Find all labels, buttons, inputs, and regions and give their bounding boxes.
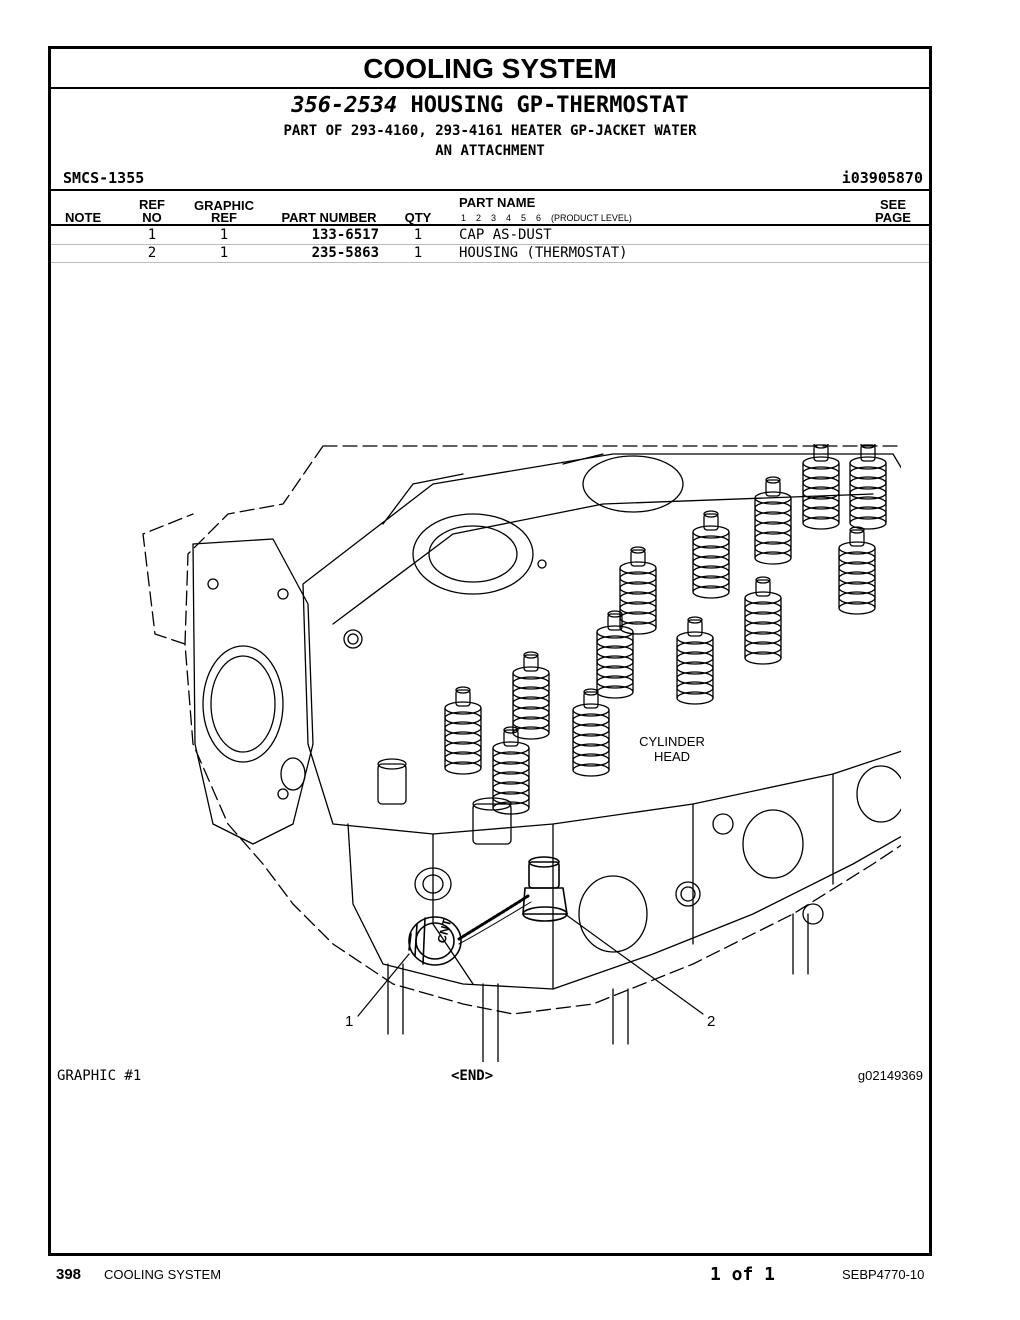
row-part-number: 133-6517	[311, 227, 379, 243]
header-bottom-rule	[51, 224, 929, 226]
callout-1: 1	[345, 1013, 353, 1030]
header-product-levels: 1 2 3 4 5 6 (PRODUCT LEVEL)	[461, 213, 632, 223]
row-part-name: CAP AS-DUST	[459, 227, 552, 243]
row-divider	[51, 262, 929, 263]
row-graphic-ref: 1	[219, 245, 229, 261]
label-cylinder-line2: HEAD	[654, 749, 690, 764]
header-part-number: PART NUMBER	[281, 210, 377, 225]
header-top-rule	[51, 189, 929, 191]
label-cylinder-line1: CYLINDER	[639, 734, 705, 749]
header-ref-bottom: NO	[142, 210, 162, 225]
row-qty: 1	[413, 227, 423, 243]
doc-id: SEBP4770-10	[842, 1267, 925, 1282]
header-graphic-top: GRAPHIC	[194, 198, 254, 213]
group-number: 356-2534	[291, 93, 398, 118]
group-name: HOUSING GP-THERMOSTAT	[410, 93, 689, 118]
smcs-code: SMCS-1355	[63, 169, 145, 187]
thermostat-housing	[522, 856, 568, 922]
header-graphic-bottom: REF	[211, 210, 237, 225]
cap-marking: CNT	[434, 917, 454, 945]
row-graphic-ref: 1	[219, 227, 229, 243]
page-frame: COOLING SYSTEM 356-2534 HOUSING GP-THERM…	[48, 46, 932, 1256]
cylinder-head-illustration: CNT CYLINDER HEAD 1 2	[142, 444, 901, 1062]
footer-section: COOLING SYSTEM	[104, 1267, 222, 1282]
row-ref-no: 1	[147, 227, 157, 243]
row-part-name: HOUSING (THERMOSTAT)	[459, 245, 628, 261]
page-of: 1 of 1	[710, 1264, 776, 1285]
row-part-number: 235-5863	[311, 245, 379, 261]
graphic-label: GRAPHIC #1	[57, 1068, 142, 1084]
header-part-name: PART NAME	[459, 195, 536, 210]
part-of-line: PART OF 293-4160, 293-4161 HEATER GP-JAC…	[283, 123, 697, 139]
header-qty: QTY	[404, 210, 432, 225]
row-qty: 1	[413, 245, 423, 261]
page-number: 398	[56, 1266, 82, 1283]
header-see-bottom: PAGE	[875, 210, 911, 225]
callout-2: 2	[707, 1013, 715, 1030]
end-marker: <END>	[451, 1068, 494, 1084]
header-see-top: SEE	[879, 197, 906, 212]
row-ref-no: 2	[147, 245, 157, 261]
attachment-line: AN ATTACHMENT	[435, 143, 545, 159]
graphic-id: g02149369	[857, 1068, 923, 1083]
header-ref-top: REF	[139, 197, 165, 212]
dust-cap: CNT	[408, 916, 462, 966]
group-title: 356-2534 HOUSING GP-THERMOSTAT	[51, 93, 929, 119]
section-title: COOLING SYSTEM	[51, 49, 929, 89]
row-divider	[51, 244, 929, 245]
info-id: i03905870	[841, 169, 923, 187]
header-note: NOTE	[65, 210, 102, 225]
